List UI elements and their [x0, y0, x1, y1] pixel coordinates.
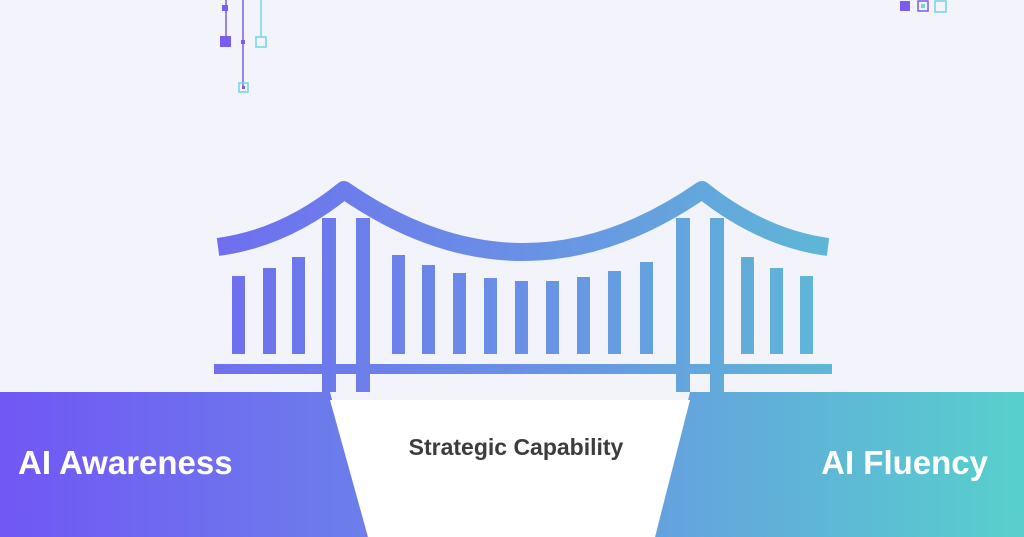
ai-awareness-label: AI Awareness	[18, 444, 233, 481]
ground-band	[0, 392, 1024, 537]
hanger-bars	[232, 255, 813, 354]
circuit-decoration-left-icon	[220, 0, 267, 93]
tower-right-leg-outer	[710, 218, 724, 392]
ai-fluency-label: AI Fluency	[821, 444, 988, 481]
bridge-icon	[214, 181, 832, 392]
ground-right	[655, 392, 1024, 537]
tower-left-leg-inner	[356, 218, 370, 392]
bridge-deck	[214, 364, 832, 374]
tower-left-leg-outer	[322, 218, 336, 392]
squares-decoration-right-icon	[900, 0, 947, 13]
tower-right-leg-inner	[676, 218, 690, 392]
gap-fill	[330, 400, 690, 537]
ground-left	[0, 392, 368, 537]
strategic-capability-label: Strategic Capability	[408, 434, 624, 460]
main-cable	[216, 181, 830, 261]
